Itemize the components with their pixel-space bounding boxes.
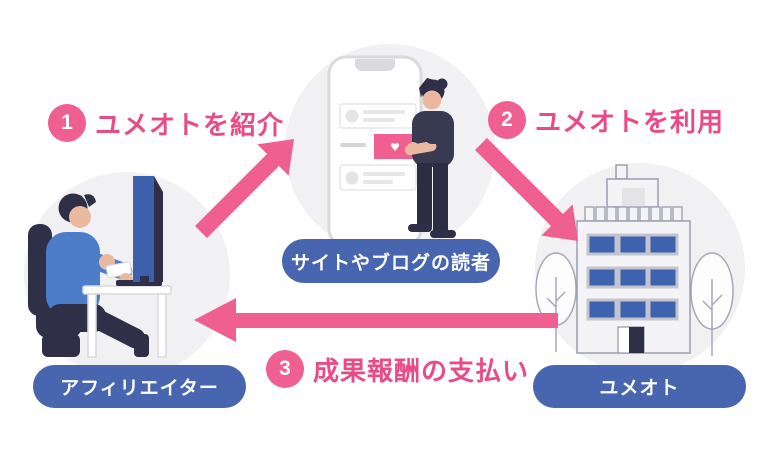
arrow-step3-icon (194, 298, 558, 342)
entity-pill-affiliater: アフィリエイター (33, 365, 246, 408)
step-3-label: 成果報酬の支払い (313, 355, 530, 386)
person-with-smartphone-icon: ♥ (285, 44, 495, 254)
step-1: 1 ユメオトを紹介 (48, 104, 284, 142)
office-building-icon (535, 163, 745, 373)
step-2-label: ユメオトを利用 (535, 106, 725, 137)
step-2: 2 ユメオトを利用 (488, 101, 724, 139)
arrow-step2-icon (475, 138, 578, 241)
step-1-label: ユメオトを紹介 (95, 109, 285, 140)
person-at-computer-icon (24, 172, 230, 378)
building-door (629, 327, 644, 353)
step-3: 3 成果報酬の支払い (266, 350, 529, 388)
entity-pill-yumeoto: ユメオト (533, 365, 746, 408)
flow-arrows (194, 138, 578, 342)
heart-icon: ♥ (390, 141, 400, 154)
step-3-number-badge: 3 (266, 350, 304, 388)
building-windows (586, 233, 679, 321)
step-1-number-badge: 1 (48, 104, 86, 142)
step-2-number-badge: 2 (488, 101, 526, 139)
arrow-step1-icon (195, 139, 294, 238)
entity-pill-site-blog-readers: サイトやブログの読者 (282, 239, 500, 283)
